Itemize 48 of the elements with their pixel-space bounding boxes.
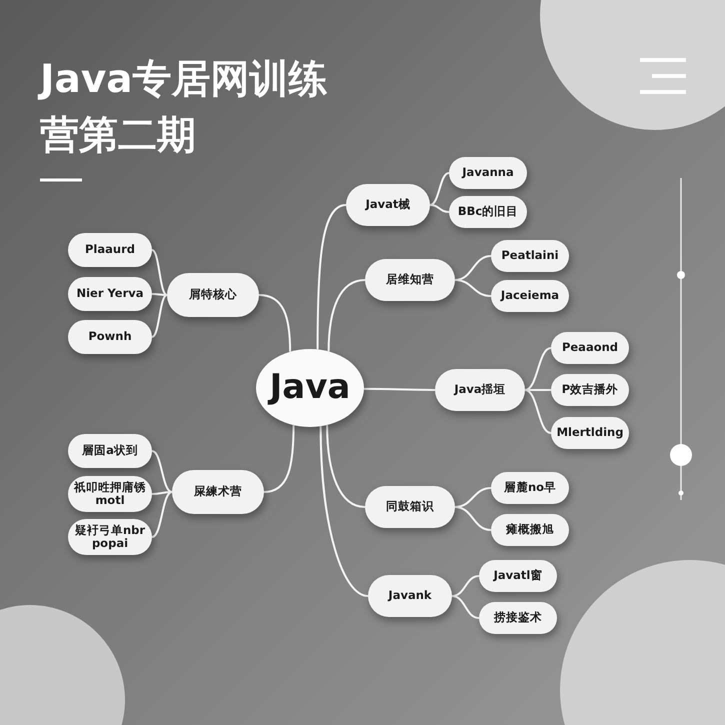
branch-node: 居维知营 [365,259,455,301]
connector-line [264,425,295,493]
leaf-node: 捞接鉴术 [479,602,557,634]
central-node: Java [256,349,364,427]
leaf-node: 瘫概搬旭 [491,514,569,546]
connector-line [316,204,346,350]
leaf-node: Nier Yerva [68,277,152,311]
leaf-node: 層麓no早 [491,472,569,504]
connector-line [152,294,168,338]
connector-line [454,506,492,531]
connector-line [328,279,366,352]
connector-line [452,575,480,597]
leaf-node: 祇叩甠押庯锈 motl [68,476,152,512]
connector-line [152,293,168,296]
leaf-node: Javanna [449,157,527,189]
connector-line [152,491,172,538]
leaf-node: 層固a状到 [68,434,152,468]
connector-line [364,388,435,391]
branch-node: 同鼓箱识 [365,486,455,528]
branch-node: 屎練术营 [172,470,264,514]
leaf-node: 疑衧弓单nbr popai [68,519,152,555]
connector-line [320,426,368,597]
connector-line [430,172,450,206]
leaf-node: P效吉播外 [551,374,629,406]
connector-line [152,249,168,296]
connector-line [152,491,172,495]
connector-line [258,294,292,352]
leaf-node: Plaaurd [68,233,152,267]
connector-line [454,279,492,297]
leaf-node: Mlertlding [551,417,629,449]
branch-node: 屑特核心 [167,273,259,317]
leaf-node: Jaceiema [491,280,569,312]
connector-line [430,204,450,213]
leaf-node: BBc的旧目 [449,196,527,228]
connector-line [524,347,552,391]
branch-node: Javat械 [346,184,430,226]
connector-line [525,389,551,391]
leaf-node: Javatl窗 [479,560,557,592]
branch-node: Javank [368,575,452,617]
connector-line [326,424,366,508]
branch-node: Java揺垣 [435,369,525,411]
connector-line [524,389,552,434]
title: Java专居网训练营第二期 [40,52,340,164]
connector-line [452,595,480,619]
leaf-node: Peaaond [551,332,629,364]
leaf-node: Peatlaini [491,240,569,272]
connector-line [152,450,172,493]
leaf-node: Pownh [68,320,152,354]
